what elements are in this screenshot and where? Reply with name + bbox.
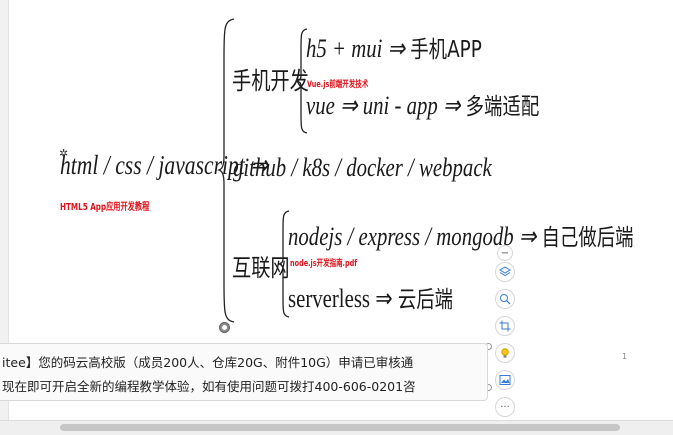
devops-text: github / k8s / docker / webpack — [233, 153, 492, 182]
mobile-item-1-formula: h5 + mui ⇒ — [306, 34, 411, 63]
crop-icon[interactable] — [495, 316, 515, 336]
mobile-item-2-result: 多端适配 — [465, 94, 540, 120]
mobile-item-2: vue ⇒ uni - app ⇒ 多端适配 — [306, 87, 539, 121]
internet-item-2-formula: serverless ⇒ — [288, 284, 398, 313]
notification-line-1: itee】您的码云高校版（成员200人、仓库20G、附件10G）申请已审核通 — [2, 355, 414, 370]
root-formula: html / css / javascript ⇒ — [60, 150, 268, 181]
root-formula-text: html / css / javascript ⇒ — [60, 150, 269, 180]
cursor-icon: ✲ — [59, 147, 69, 160]
main-brace — [216, 18, 236, 323]
minus-icon[interactable]: − — [497, 245, 513, 261]
root-note: HTML5 App应用开发教程 — [60, 202, 150, 213]
image-edit-icon[interactable] — [495, 370, 515, 390]
scrollbar-thumb[interactable] — [60, 424, 620, 431]
rotate-handle[interactable] — [219, 322, 230, 333]
layers-icon[interactable] — [495, 262, 515, 282]
internet-item-2: serverless ⇒ 云后端 — [288, 280, 453, 314]
mobile-item-1: h5 + mui ⇒ 手机APP — [306, 30, 482, 64]
devops-branch: github / k8s / docker / webpack — [233, 153, 492, 183]
internet-item-2-result: 云后端 — [397, 287, 454, 313]
notification-banner[interactable]: itee】您的码云高校版（成员200人、仓库20G、附件10G）申请已审核通 现… — [0, 343, 488, 401]
mobile-note: Vue.js前端开发技术 — [307, 80, 369, 90]
internet-branch-label: 互联网 — [232, 254, 290, 282]
internet-brace — [276, 210, 290, 318]
mobile-brace — [294, 28, 308, 134]
more-icon[interactable]: ··· — [495, 397, 515, 417]
left-margin-strip — [0, 0, 9, 434]
horizontal-scrollbar[interactable] — [0, 420, 673, 435]
internet-item-1: nodejs / express / mongodb ⇒ 自己做后端 — [288, 218, 634, 252]
notification-line-2: 现在即可开启全新的编程教学体验，如有使用问题可拨打400-606-0201咨 — [2, 379, 416, 394]
mobile-item-1-result: 手机APP — [410, 37, 482, 63]
internet-item-1-formula: nodejs / express / mongodb ⇒ — [288, 222, 542, 251]
internet-note: node.js开发指南.pdf — [290, 259, 358, 269]
bulb-icon[interactable] — [495, 343, 515, 363]
mobile-item-2-formula: vue ⇒ uni - app ⇒ — [306, 91, 466, 120]
page-number: 1 — [622, 352, 628, 361]
zoom-icon[interactable] — [495, 289, 515, 309]
internet-item-1-result: 自己做后端 — [541, 225, 634, 251]
